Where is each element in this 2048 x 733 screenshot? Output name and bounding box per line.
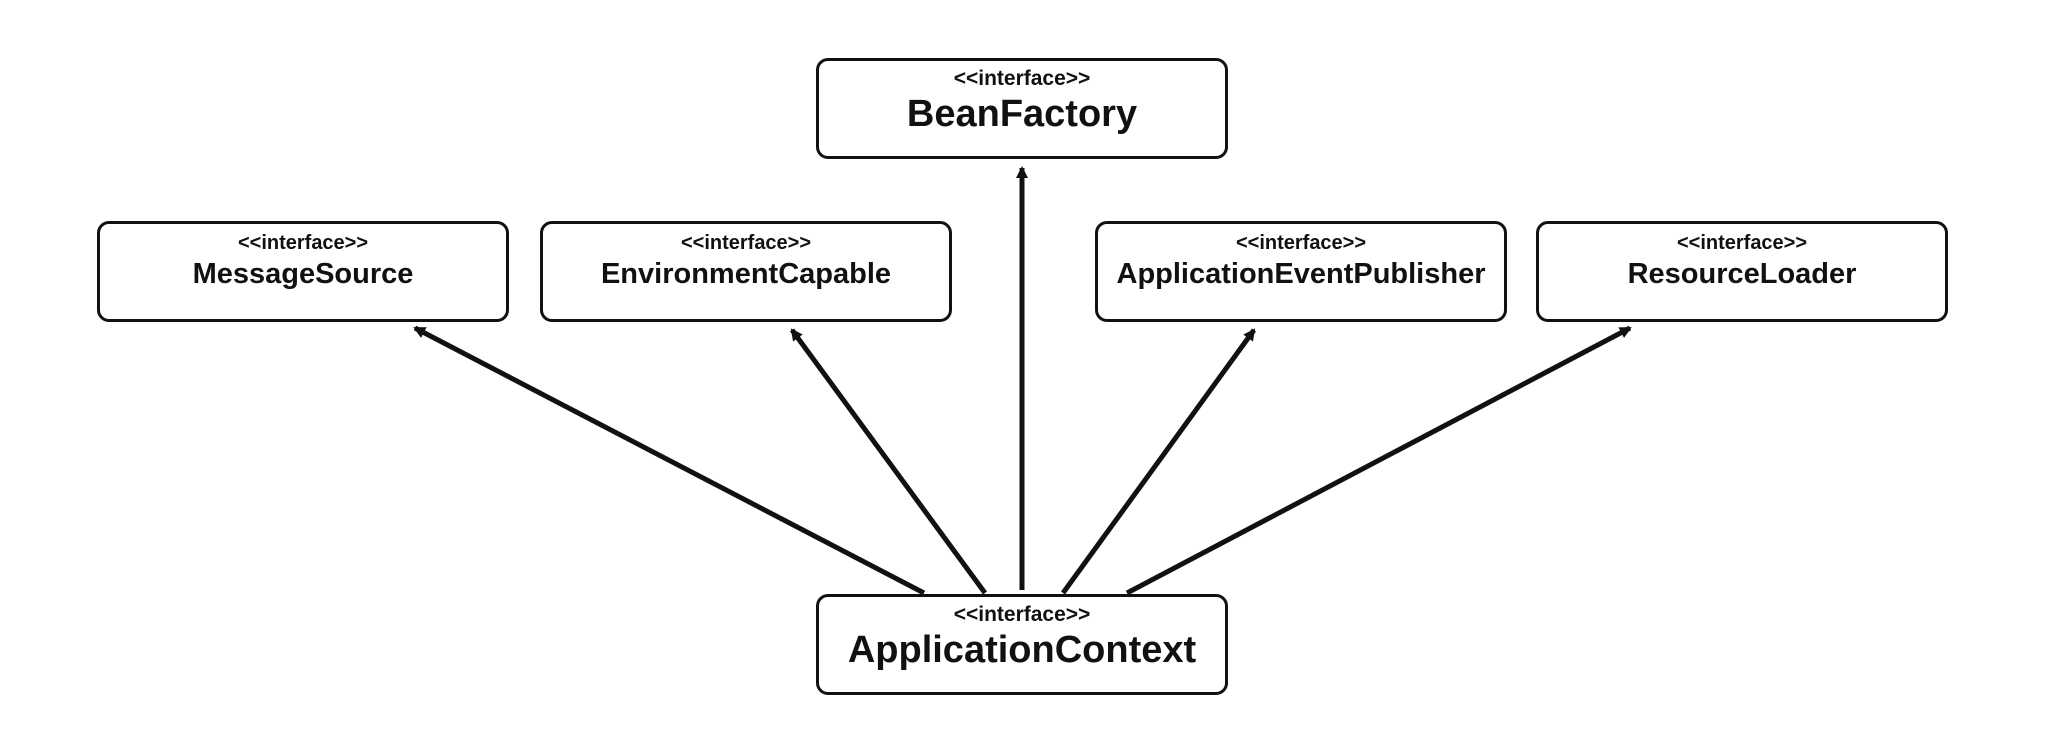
resource-loader-label: ResourceLoader xyxy=(1627,258,1857,290)
resource-loader-node: <<interface>> ResourceLoader xyxy=(1536,221,1948,322)
application-event-publisher-stereotype: <<interface>> xyxy=(1235,232,1367,254)
bean-factory-node: <<interface>> BeanFactory xyxy=(816,58,1228,159)
bean-factory-label: BeanFactory xyxy=(906,93,1138,135)
environment-capable-stereotype: <<interface>> xyxy=(680,232,812,254)
message-source-node: <<interface>> MessageSource xyxy=(97,221,509,322)
arrow-to-application-event-publisher xyxy=(1060,328,1257,595)
environment-capable-label: EnvironmentCapable xyxy=(600,258,892,290)
application-context-label: ApplicationContext xyxy=(847,629,1197,671)
application-event-publisher-label: ApplicationEventPublisher xyxy=(1116,258,1486,290)
arrow-to-resource-loader xyxy=(1125,325,1632,596)
resource-loader-stereotype: <<interface>> xyxy=(1676,232,1808,254)
arrow-to-message-source xyxy=(413,325,926,596)
message-source-label: MessageSource xyxy=(192,258,414,290)
application-event-publisher-node: <<interface>> ApplicationEventPublisher xyxy=(1095,221,1507,322)
application-context-node: <<interface>> ApplicationContext xyxy=(816,594,1228,695)
bean-factory-stereotype: <<interface>> xyxy=(953,67,1091,90)
environment-capable-node: <<interface>> EnvironmentCapable xyxy=(540,221,952,322)
arrow-to-environment-capable xyxy=(789,328,988,595)
application-context-stereotype: <<interface>> xyxy=(953,603,1091,626)
message-source-stereotype: <<interface>> xyxy=(237,232,369,254)
